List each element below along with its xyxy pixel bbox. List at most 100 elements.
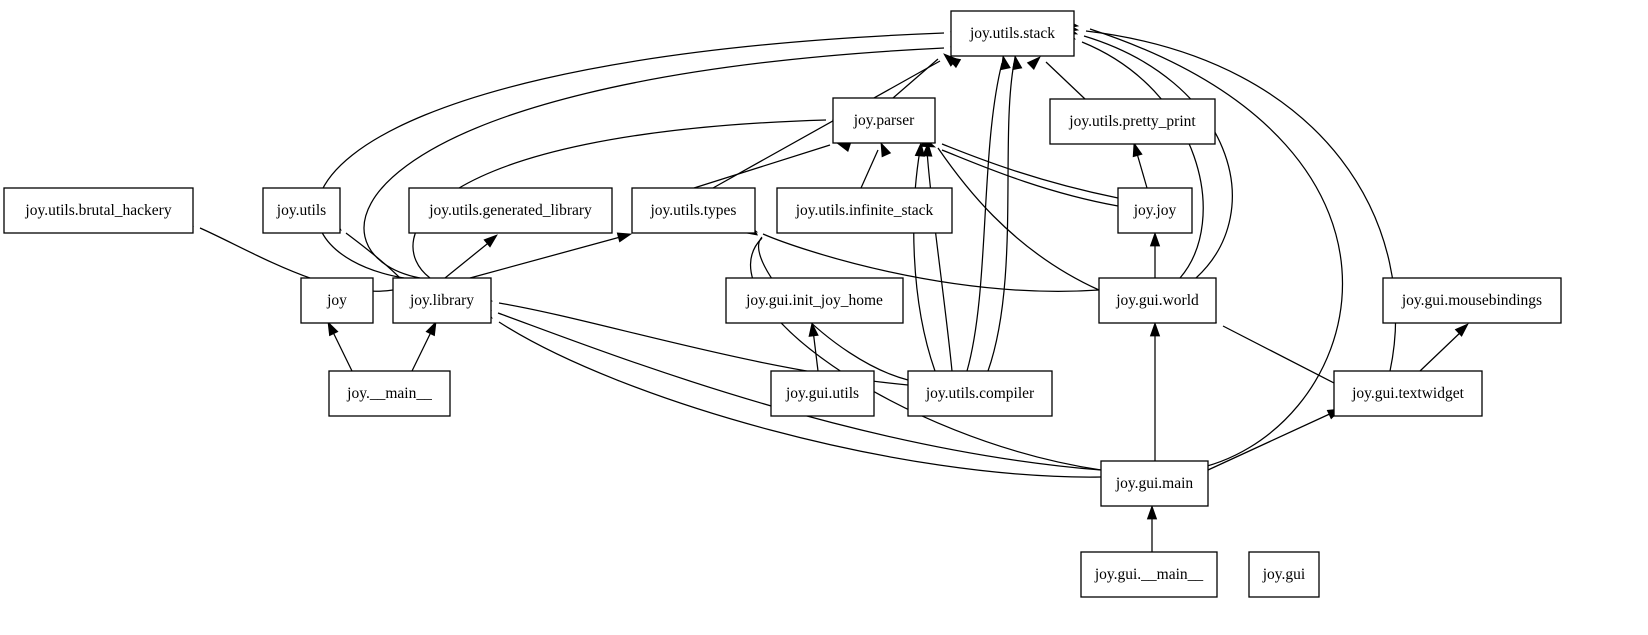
arrow-head-icon	[808, 321, 819, 337]
edge-line	[941, 143, 1119, 199]
node-box[interactable]	[950, 10, 1075, 57]
node-box[interactable]	[3, 187, 194, 234]
node-box[interactable]	[1333, 370, 1483, 417]
graph-node[interactable]: joy.gui.init_joy_home	[725, 277, 904, 324]
graph-node[interactable]: joy.utils	[262, 187, 341, 234]
graph-node[interactable]: joy.utils.infinite_stack	[776, 187, 953, 234]
graph-node[interactable]: joy.gui.main	[1100, 460, 1209, 507]
node-box[interactable]	[262, 187, 341, 234]
graph-edge	[1149, 231, 1161, 278]
node-box[interactable]	[832, 97, 936, 144]
edge-line	[1081, 41, 1204, 279]
node-label: joy.__main__	[346, 385, 432, 402]
graph-node[interactable]: joy.__main__	[328, 370, 451, 417]
arrow-head-icon	[1454, 323, 1469, 337]
edge-line	[926, 149, 953, 372]
graph-edge	[987, 54, 1023, 372]
arrow-head-icon	[483, 234, 498, 248]
node-box[interactable]	[770, 370, 875, 417]
arrow-head-icon	[616, 232, 633, 243]
arrow-head-icon	[1132, 141, 1143, 158]
graph-node[interactable]: joy.gui.textwidget	[1333, 370, 1483, 417]
edge-line	[1045, 61, 1086, 100]
graph-node[interactable]: joy.gui.mousebindings	[1382, 277, 1562, 324]
graph-edge	[1064, 19, 1344, 471]
node-box[interactable]	[1080, 551, 1218, 598]
edge-line	[749, 237, 1102, 471]
edge-line	[1419, 329, 1464, 372]
node-label: joy.gui.utils	[785, 385, 859, 402]
graph-edge	[469, 232, 633, 279]
arrow-head-icon	[922, 141, 933, 157]
arrow-head-icon	[880, 141, 892, 158]
graph-node[interactable]: joy.gui.world	[1098, 277, 1217, 324]
graph-edge	[327, 320, 353, 372]
graph-node[interactable]: joy.utils.stack	[950, 10, 1075, 57]
graph-edge	[1026, 56, 1086, 100]
node-box[interactable]	[1049, 98, 1216, 145]
edge-line	[966, 62, 1003, 372]
edge-line	[712, 60, 941, 189]
node-box[interactable]	[392, 277, 492, 324]
graph-edge	[1201, 311, 1335, 384]
edge-line	[987, 62, 1015, 372]
graph-node[interactable]: joy.gui.__main__	[1080, 551, 1218, 598]
graph-node[interactable]: joy	[300, 277, 374, 324]
graph-node[interactable]: joy.gui	[1248, 551, 1320, 598]
edge-line	[1135, 149, 1148, 189]
edge-line	[411, 327, 434, 372]
node-box[interactable]	[725, 277, 904, 324]
node-label: joy.utils	[276, 202, 326, 219]
graph-edge	[363, 43, 965, 279]
graph-node[interactable]: joy.utils.pretty_print	[1049, 98, 1216, 145]
node-box[interactable]	[1100, 460, 1209, 507]
graph-edge	[444, 234, 498, 279]
edge-line	[812, 329, 819, 372]
edge-line	[1089, 28, 1344, 471]
node-box[interactable]	[328, 370, 451, 417]
node-box[interactable]	[1098, 277, 1217, 324]
edge-line	[498, 321, 1102, 478]
arrow-head-icon	[425, 320, 437, 337]
node-box[interactable]	[631, 187, 756, 234]
edge-line	[497, 312, 1102, 471]
node-box[interactable]	[1117, 187, 1193, 234]
arrow-head-icon	[835, 142, 852, 153]
graph-node[interactable]: joy.utils.generated_library	[408, 187, 613, 234]
node-label: joy.library	[409, 292, 474, 309]
edge-line	[316, 32, 945, 279]
graph-node[interactable]: joy.utils.brutal_hackery	[3, 187, 194, 234]
node-label: joy.gui.__main__	[1094, 566, 1204, 583]
arrow-head-icon	[1149, 231, 1161, 247]
edge-line	[444, 239, 493, 279]
graph-node[interactable]: joy.parser	[832, 97, 936, 144]
nodes-layer: joy.utils.stack joy.parser joy.utils.prett…	[3, 10, 1562, 598]
edge-line	[762, 233, 1100, 292]
graph-node[interactable]: joy.utils.types	[631, 187, 756, 234]
node-label: joy.utils.compiler	[925, 385, 1035, 402]
node-box[interactable]	[907, 370, 1053, 417]
graph-node[interactable]: joy.library	[392, 277, 492, 324]
node-label: joy.utils.infinite_stack	[795, 202, 934, 219]
graph-edge	[808, 321, 819, 372]
node-box[interactable]	[1382, 277, 1562, 324]
node-label: joy.gui.textwidget	[1351, 385, 1464, 402]
graph-edge	[860, 141, 892, 189]
graph-node[interactable]: joy.gui.utils	[770, 370, 875, 417]
arrow-head-icon	[327, 320, 339, 337]
graph-edge	[1149, 321, 1161, 461]
graph-node[interactable]: joy.joy	[1117, 187, 1193, 234]
node-box[interactable]	[300, 277, 374, 324]
node-box[interactable]	[1248, 551, 1320, 598]
node-box[interactable]	[776, 187, 953, 234]
node-label: joy.utils.pretty_print	[1068, 113, 1196, 130]
node-label: joy.parser	[853, 112, 915, 129]
node-box[interactable]	[408, 187, 613, 234]
arrow-head-icon	[1012, 54, 1023, 71]
arrow-head-icon	[945, 56, 962, 69]
graph-node[interactable]: joy.utils.compiler	[907, 370, 1053, 417]
node-label: joy.gui.main	[1115, 475, 1194, 492]
graph-edge	[1132, 141, 1148, 189]
